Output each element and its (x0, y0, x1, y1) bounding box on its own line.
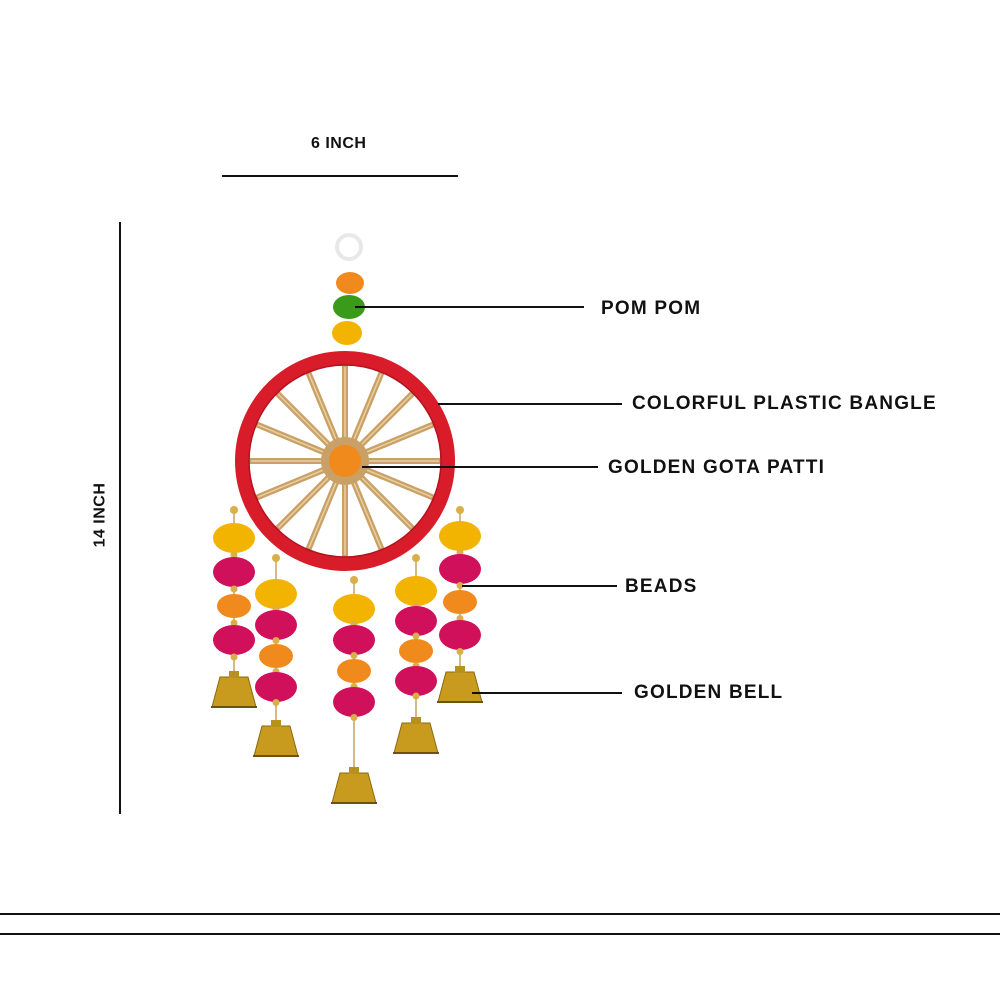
pompom (213, 625, 255, 655)
bangle-wheel (235, 351, 455, 571)
gota-spokes (246, 362, 444, 560)
pompom (333, 687, 375, 717)
hanging-loop (335, 233, 363, 261)
golden-bead (230, 551, 238, 559)
golden-bell (393, 722, 439, 754)
golden-bead (412, 554, 420, 562)
golden-bead (230, 619, 238, 627)
gota-spoke-highlight (366, 424, 433, 453)
gota-spoke-highlight (353, 482, 382, 549)
top-pompom-stack (332, 272, 365, 345)
gota-spoke-highlight (257, 424, 324, 453)
golden-bell (331, 772, 377, 804)
pompom (439, 554, 481, 584)
golden-bead (456, 506, 464, 514)
pompom (333, 594, 375, 624)
gota-spoke-highlight (278, 477, 329, 528)
gota-spoke-highlight (308, 373, 337, 440)
golden-bead (412, 632, 420, 640)
gota-spoke-highlight (308, 482, 337, 549)
callout-label-beads: BEADS (625, 576, 698, 597)
gota-spoke-highlight (353, 373, 382, 440)
pompom-top-green (333, 295, 365, 319)
pompom (439, 521, 481, 551)
bell-cap (229, 671, 239, 678)
height-dimension-label: 14 INCH (91, 482, 109, 548)
pompom (399, 639, 433, 663)
pompom (395, 666, 437, 696)
colorful-plastic-bangle (235, 351, 455, 571)
golden-bell (253, 725, 299, 757)
pompom (395, 576, 437, 606)
golden-bead (456, 582, 464, 589)
golden-bell (211, 676, 257, 708)
bell-cap (349, 767, 359, 774)
golden-bead (350, 576, 358, 584)
callout-label-bell: GOLDEN BELL (634, 682, 784, 703)
width-dimension-label: 6 INCH (311, 135, 367, 152)
golden-bead (272, 637, 280, 644)
callout-label-bangle: COLORFUL PLASTIC BANGLE (632, 393, 937, 414)
gota-spoke-highlight (366, 469, 433, 498)
pompom (213, 557, 255, 587)
golden-bead (350, 714, 358, 721)
pompom (443, 590, 477, 614)
callout-label-gota: GOLDEN GOTA PATTI (608, 457, 826, 478)
pompom (255, 610, 297, 640)
golden-bead (350, 652, 358, 659)
gota-spoke-highlight (257, 469, 324, 498)
golden-bead (230, 585, 238, 593)
pompom-top-yellow (332, 321, 362, 345)
hanging-strands (211, 506, 483, 804)
bell-cap (411, 717, 421, 724)
center-pompom (329, 445, 361, 477)
bell-cap (271, 720, 281, 727)
gota-spoke-highlight (361, 477, 412, 528)
golden-bead (456, 648, 464, 655)
pompom-top-orange (336, 272, 364, 294)
bangle-inner-edge (248, 364, 442, 558)
golden-bead (230, 506, 238, 514)
callout-label-pompom: POM POM (601, 298, 702, 319)
golden-bell (437, 671, 483, 703)
pompom (255, 672, 297, 702)
pompom (333, 625, 375, 655)
bell-cap (455, 666, 465, 673)
gota-spoke-highlight (361, 394, 412, 445)
pompom (255, 579, 297, 609)
pompom (259, 644, 293, 668)
golden-bead (230, 653, 238, 661)
pompom (217, 594, 251, 618)
pompom (337, 659, 371, 683)
golden-bead (272, 554, 280, 562)
gota-spoke-highlight (278, 394, 329, 445)
pompom (395, 606, 437, 636)
golden-bead (412, 692, 420, 700)
pompom (439, 620, 481, 650)
pompom (213, 523, 255, 553)
golden-bead (272, 699, 280, 706)
